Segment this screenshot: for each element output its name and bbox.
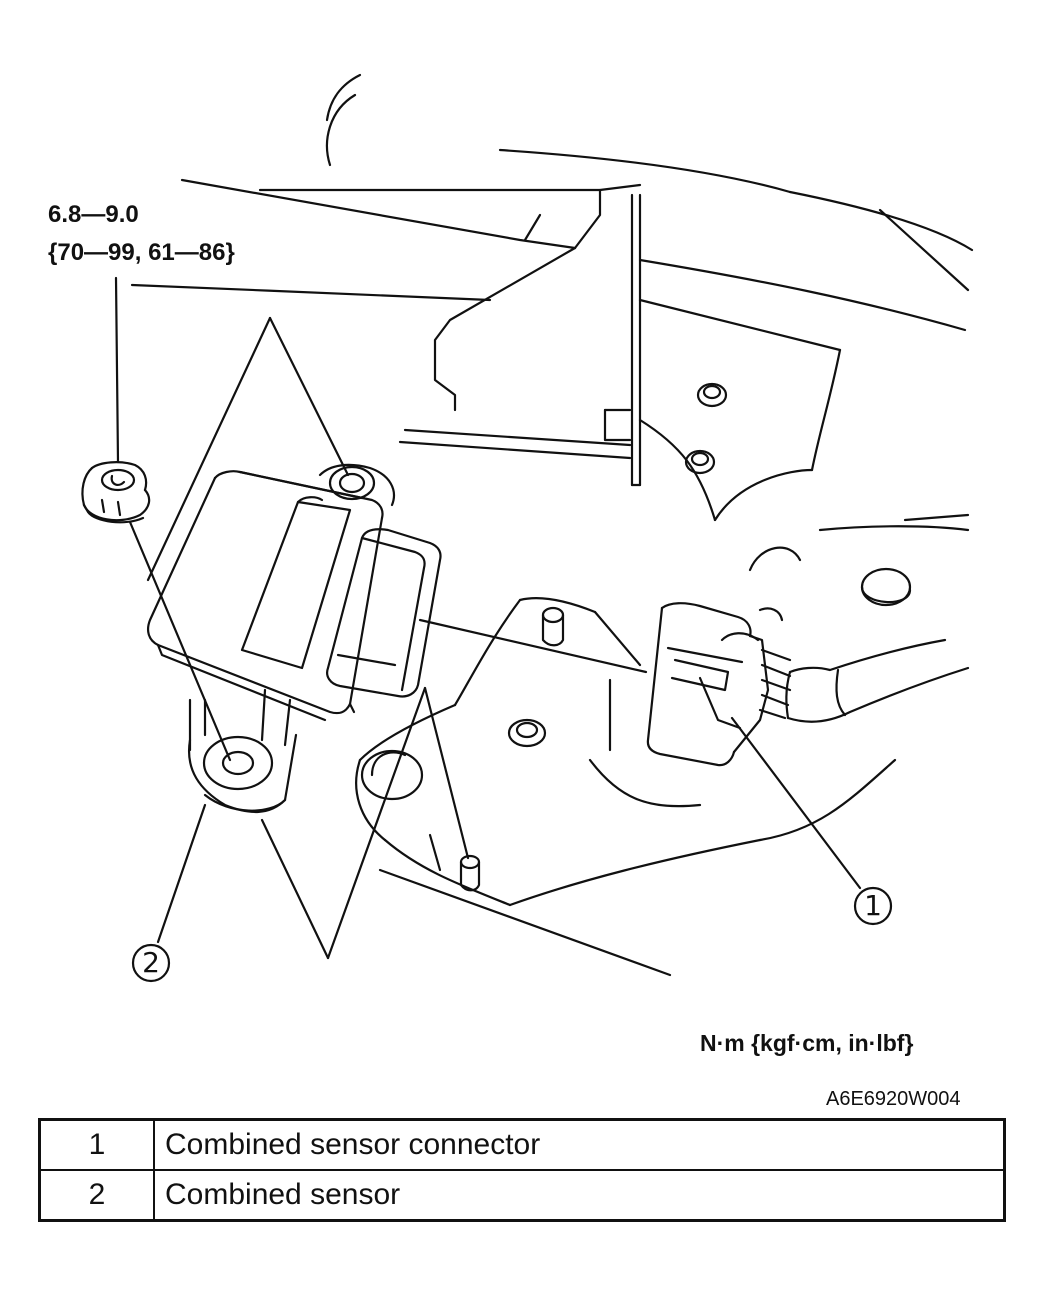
combined-sensor <box>147 463 442 814</box>
legend-label: Combined sensor <box>153 1169 1006 1222</box>
floor-panel <box>355 597 897 977</box>
legend-number: 1 <box>38 1118 155 1171</box>
legend-row: 2 Combined sensor <box>38 1169 1006 1222</box>
torque-spec-alt-units: {70—99, 61—86} <box>48 239 235 266</box>
legend-table: 1 Combined sensor connector 2 Combined s… <box>38 1118 1006 1222</box>
torque-units-caption: N·m {kgf·cm, in·lbf} <box>700 1030 914 1056</box>
panel-studs <box>360 382 912 892</box>
legend-number: 2 <box>38 1169 155 1222</box>
torque-spec-value: 6.8—9.0 <box>48 201 139 228</box>
legend-label: Combined sensor connector <box>153 1118 1006 1171</box>
callout-circle-2 <box>131 943 171 983</box>
legend-row: 1 Combined sensor connector <box>38 1118 1006 1171</box>
combined-sensor-connector <box>646 602 970 767</box>
callout-number-2: 2 <box>142 946 160 979</box>
figure-id: A6E6920W004 <box>826 1088 961 1110</box>
leader-lines <box>114 276 862 960</box>
callout-circle-1 <box>853 886 893 926</box>
mounting-nut <box>81 461 151 524</box>
callout-number-1: 1 <box>864 889 882 922</box>
vehicle-body-panel <box>130 73 974 572</box>
